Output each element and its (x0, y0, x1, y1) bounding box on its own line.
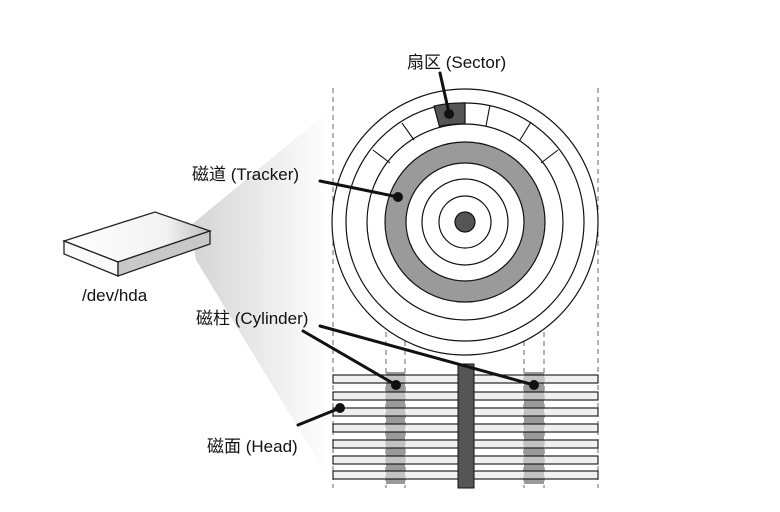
sector-label: 扇区 (Sector) (407, 53, 507, 72)
spindle-shaft (457, 363, 475, 489)
platter-top-view (331, 88, 599, 356)
spindle-hub (454, 211, 476, 233)
pointer-dots (335, 109, 539, 413)
head-label: 磁面 (Head) (207, 437, 298, 456)
sector-divisions (372, 104, 559, 164)
pointers (296, 71, 536, 427)
hard-disk-box (62, 211, 213, 277)
track-label: 磁道 (Tracker) (192, 165, 300, 184)
cylinder-label: 磁柱 (Cylinder) (196, 309, 309, 328)
projection-beam (190, 110, 330, 480)
device-label: /dev/hda (82, 286, 148, 305)
